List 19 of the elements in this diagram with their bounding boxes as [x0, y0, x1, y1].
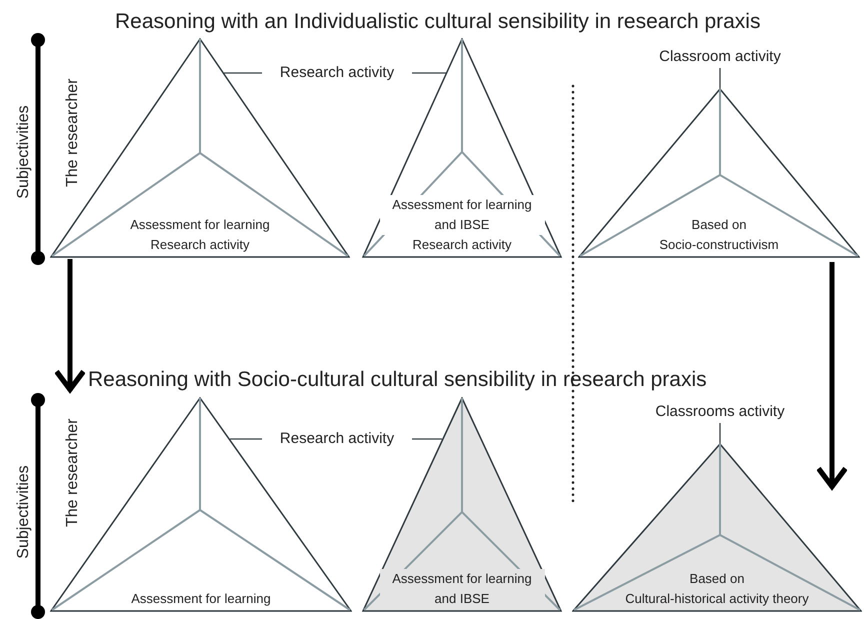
leader-line: [719, 68, 721, 88]
leader-line: [412, 72, 446, 74]
activity-label: Research activity: [262, 62, 412, 84]
leader-line: [230, 438, 262, 440]
axis-label: The researcher: [63, 421, 82, 527]
activity-label: Classroom activity: [650, 46, 790, 68]
axis-label: Subjectivities: [14, 464, 33, 560]
activity-label: Classrooms activity: [640, 401, 800, 423]
leader-line: [224, 72, 262, 74]
leader-line: [719, 423, 721, 443]
section-heading: Reasoning with an Individualistic cultural sensibility in research praxis: [115, 9, 760, 35]
section-heading: Reasoning with Socio-cultural cultural sensibility in research praxis: [88, 367, 707, 393]
arrow: [816, 262, 848, 490]
activity-label: Research activity: [262, 428, 412, 450]
axis-label: Subjectivities: [14, 104, 33, 200]
arrow: [54, 259, 86, 392]
axis-label: The researcher: [63, 81, 82, 187]
leader-line: [412, 438, 442, 440]
triangle-label: Assessment for learning and IBSE: [380, 195, 544, 235]
